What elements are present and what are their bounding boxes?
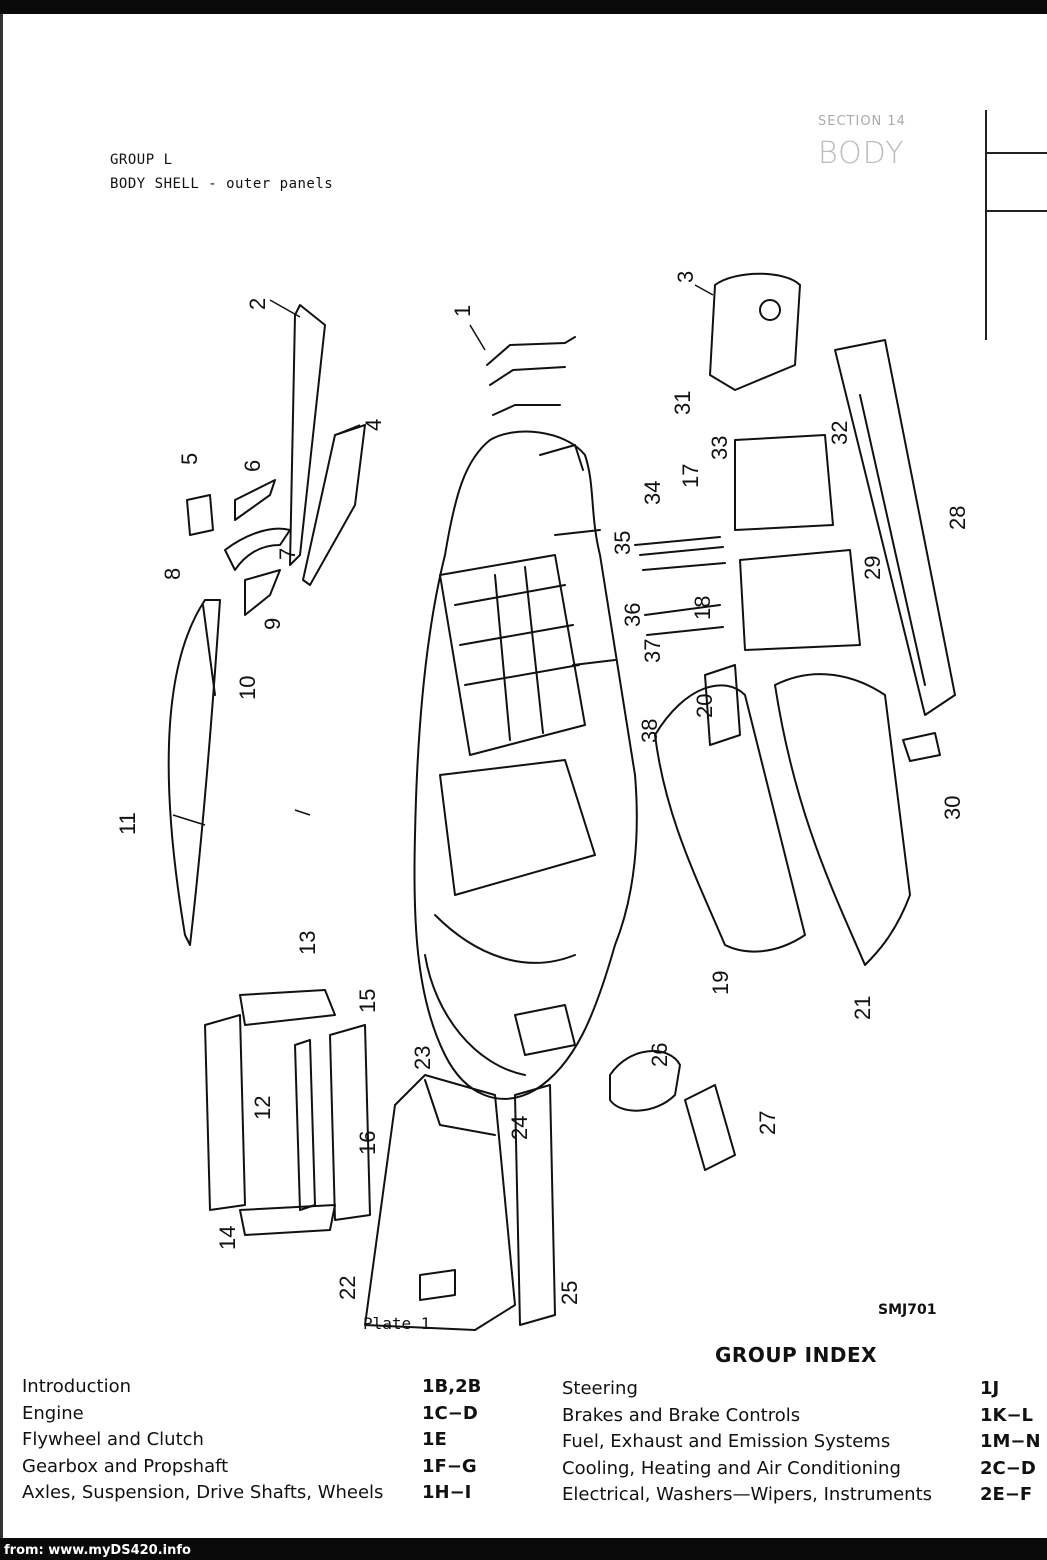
callout-label: 14 [215, 1226, 240, 1250]
group-label: GROUP L [110, 152, 173, 168]
group-index-left-column: Introduction 1B,2B Engine 1C−D Flywheel an… [22, 1374, 481, 1507]
index-row: Flywheel and Clutch 1E [22, 1427, 481, 1454]
index-row: Electrical, Washers—Wipers, Instruments 2… [562, 1482, 1041, 1509]
source-watermark: from: www.myDS420.info [4, 1543, 191, 1558]
index-pages: 1H−I [422, 1482, 472, 1503]
page-frame-rule [985, 110, 987, 340]
callout-label: 1 [450, 305, 475, 317]
index-label: Cooling, Heating and Air Conditioning [562, 1457, 901, 1479]
group-index-title: GROUP INDEX [715, 1343, 878, 1367]
index-row: Cooling, Heating and Air Conditioning 2C−… [562, 1456, 1041, 1483]
scan-bottom-border [0, 1538, 1047, 1560]
index-row: Steering 1J [562, 1376, 1041, 1403]
index-pages: 1B,2B [422, 1376, 482, 1397]
callout-label: 9 [260, 618, 285, 630]
index-label: Steering [562, 1378, 638, 1399]
index-pages: 1J [980, 1378, 1000, 1399]
page-frame-rule [985, 152, 1047, 154]
index-label: Flywheel and Clutch [22, 1429, 204, 1450]
plate-caption: Plate 1 [363, 1314, 431, 1333]
group-index-right-column: Steering 1J Brakes and Brake Controls 1K−L… [562, 1376, 1041, 1509]
callout-label: 18 [690, 596, 715, 620]
callout-label: 22 [335, 1276, 360, 1300]
callout-label: 17 [678, 464, 703, 488]
callout-label: 34 [640, 481, 665, 505]
callout-label: 24 [507, 1116, 532, 1140]
callout-label: 36 [620, 603, 645, 627]
callout-label: 37 [640, 639, 665, 663]
page-frame-rule [985, 210, 1047, 212]
callout-label: 32 [827, 421, 852, 445]
callout-label: 3 [673, 271, 698, 283]
callout-label: 19 [708, 971, 733, 995]
index-row: Brakes and Brake Controls 1K−L [562, 1403, 1041, 1430]
scan-top-border [0, 0, 1047, 14]
index-pages: 2E−F [980, 1484, 1033, 1505]
callout-label: 23 [410, 1046, 435, 1070]
index-row: Gearbox and Propshaft 1F−G [22, 1454, 481, 1481]
index-pages: 1C−D [422, 1402, 478, 1424]
index-label: Gearbox and Propshaft [22, 1455, 229, 1477]
index-pages: 1E [422, 1429, 447, 1450]
callout-label: 31 [670, 391, 695, 415]
callout-label: 10 [235, 676, 260, 700]
drawing-code: SMJ701 [878, 1302, 937, 1318]
callout-label: 5 [177, 453, 202, 465]
callout-label: 15 [355, 989, 380, 1013]
callout-label: 21 [850, 996, 875, 1020]
index-row: Engine 1C−D [22, 1401, 481, 1428]
index-pages: 1M−N [980, 1431, 1041, 1452]
index-row: Introduction 1B,2B [22, 1374, 481, 1401]
callout-label: 11 [115, 812, 140, 835]
scan-left-edge [0, 14, 3, 1538]
section-number: SECTION 14 [818, 114, 906, 129]
index-pages: 1F−G [422, 1455, 477, 1477]
section-title: BODY [818, 136, 905, 171]
callout-label: 20 [692, 694, 717, 718]
index-label: Introduction [22, 1376, 132, 1397]
callout-label: 26 [647, 1043, 672, 1067]
index-pages: 1K−L [980, 1404, 1034, 1426]
callout-label: 16 [355, 1131, 380, 1155]
page-subtitle: BODY SHELL - outer panels [110, 176, 334, 192]
index-label: Engine [22, 1402, 84, 1424]
callout-label: 35 [610, 531, 635, 555]
callout-label: 12 [250, 1096, 275, 1120]
callout-label: 4 [361, 419, 386, 431]
index-pages: 2C−D [980, 1457, 1036, 1479]
index-label: Brakes and Brake Controls [562, 1404, 801, 1426]
callout-label: 38 [637, 719, 662, 743]
callout-label: 29 [860, 556, 885, 580]
index-label: Fuel, Exhaust and Emission Systems [562, 1431, 891, 1452]
callout-label: 25 [557, 1281, 582, 1305]
index-row: Axles, Suspension, Drive Shafts, Wheels 1… [22, 1480, 481, 1507]
callout-label: 30 [940, 796, 965, 820]
callout-label: 2 [245, 298, 270, 310]
exploded-body-diagram: 1 2 3 4 5 6 7 8 9 10 11 12 13 14 15 16 1… [115, 271, 970, 1331]
callout-label: 8 [160, 568, 185, 580]
callout-label: 33 [707, 436, 732, 460]
index-label: Electrical, Washers—Wipers, Instruments [562, 1484, 933, 1505]
callout-label: 13 [295, 931, 320, 955]
index-label: Axles, Suspension, Drive Shafts, Wheels [22, 1482, 384, 1503]
index-row: Fuel, Exhaust and Emission Systems 1M−N [562, 1429, 1041, 1456]
callout-label: 28 [945, 506, 970, 530]
callout-label: 7 [275, 548, 300, 560]
callout-label: 27 [755, 1111, 780, 1135]
body-shell-illustration [413, 430, 638, 1100]
page-header: GROUP L BODY SHELL - outer panels [110, 148, 333, 196]
callout-label: 6 [240, 460, 265, 472]
